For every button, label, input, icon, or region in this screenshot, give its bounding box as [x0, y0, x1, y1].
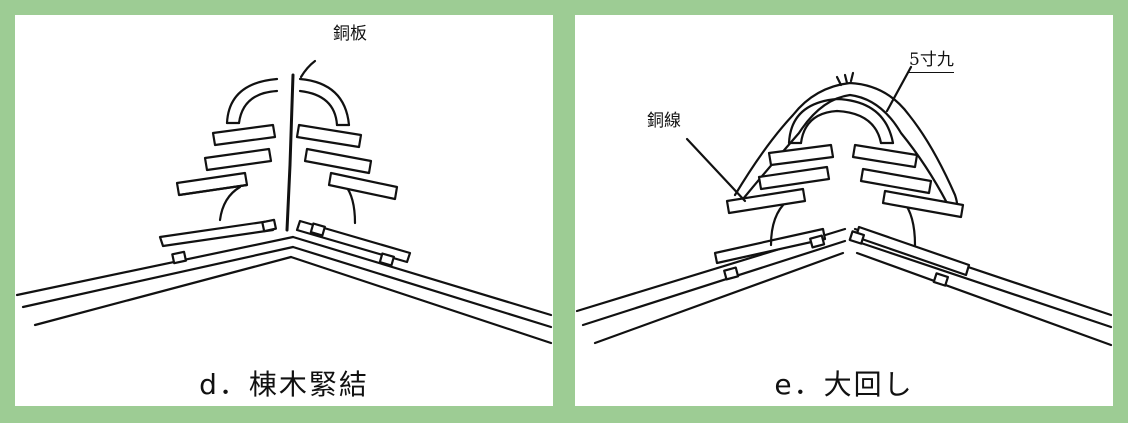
noshi-left-3 — [725, 187, 807, 215]
batten-left — [158, 219, 275, 248]
roof-board-left-mid — [581, 239, 847, 327]
noshi-left-3 — [175, 171, 249, 197]
ridge-diagram-d — [15, 59, 553, 345]
arc-tile-right-outer — [298, 77, 351, 127]
noshi-right-2 — [303, 147, 373, 175]
lath-right-2 — [378, 252, 395, 267]
roof-board-left-bottom — [33, 255, 293, 327]
lath-left-2 — [809, 234, 826, 249]
lath-right-2 — [932, 272, 950, 287]
arc-tile-left-inner — [237, 89, 279, 125]
noshi-left-1 — [767, 143, 835, 167]
caption-e: e．大回し — [774, 368, 914, 401]
roof-board-right-top — [291, 235, 553, 317]
support-left — [218, 185, 242, 222]
roof-board-left-top — [15, 235, 295, 297]
noshi-right-2 — [859, 167, 933, 195]
batten-right — [295, 219, 412, 264]
wire-twist-top — [835, 71, 855, 87]
ridge-diagram-e — [575, 65, 1113, 347]
noshi-left-1 — [211, 123, 277, 147]
roof-board-right-mid — [291, 245, 553, 329]
noshi-left-2 — [203, 147, 273, 172]
noshi-right-3 — [327, 171, 399, 201]
batten-left — [713, 227, 827, 265]
noshi-right-1 — [851, 143, 919, 169]
noshi-left-2 — [757, 165, 831, 191]
batten-right — [854, 225, 971, 277]
roof-board-left-bottom — [593, 251, 845, 345]
arc-tile-inner — [799, 109, 883, 145]
arc-tile-outer — [787, 97, 895, 145]
noshi-right-3 — [881, 189, 965, 219]
lath-left-1 — [723, 266, 740, 281]
noshi-right-1 — [295, 123, 363, 149]
panel-d-ridge-tie: 銅板 d．棟木緊結 — [15, 15, 553, 406]
arc-tile-right-inner — [298, 89, 339, 127]
arc-tile-left-outer — [225, 77, 279, 125]
roof-board-right-mid — [853, 239, 1113, 329]
roof-board-right-bottom — [855, 251, 1113, 347]
label-leader-five-sun — [885, 65, 913, 113]
panel-e-full-wrap: 銅線 5寸九 e．大回し — [575, 15, 1113, 406]
label-leader-copper-wire — [685, 137, 747, 203]
lath-left-2 — [261, 218, 278, 233]
copper-plate-line — [285, 73, 295, 232]
label-copper-plate: 銅板 — [333, 24, 367, 44]
roof-board-left-mid — [21, 245, 295, 309]
lath-right-1 — [848, 230, 866, 245]
lath-right-1 — [309, 222, 326, 237]
caption-d: d．棟木緊結 — [199, 368, 369, 401]
roof-board-right-bottom — [289, 255, 553, 345]
lath-left-1 — [171, 250, 188, 265]
label-leader-d — [299, 59, 317, 79]
copper-wire-wrap — [733, 81, 959, 217]
label-five-sun: 5寸九 — [909, 45, 954, 73]
label-copper-wire: 銅線 — [647, 111, 681, 131]
